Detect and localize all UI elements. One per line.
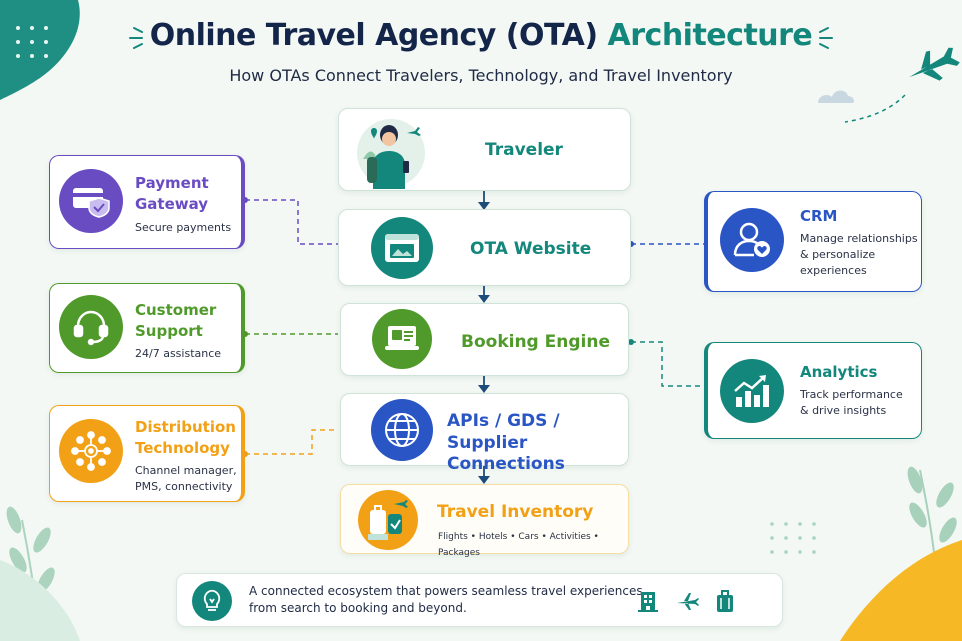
ota-website-label: OTA Website	[470, 239, 592, 259]
crm-card: CRM Manage relationships & personalize e…	[704, 191, 922, 292]
user-heart-icon	[720, 208, 784, 272]
distribution-technology-desc-line2: PMS, connectivity	[135, 480, 233, 493]
hotel-icon	[638, 592, 658, 612]
traveler-label: Traveler	[485, 140, 563, 160]
travel-inventory-items: Flights • Hotels • Cars • Activities • P…	[438, 532, 599, 558]
lightbulb-icon	[192, 581, 232, 621]
apis-gds-label-line2: Supplier Connections	[447, 433, 565, 474]
payment-gateway-desc: Secure payments	[135, 221, 232, 234]
page-title: Online Travel Agency (OTA) Architecture	[149, 18, 813, 53]
analytics-desc-line2: & drive insights	[800, 404, 887, 417]
headset-icon	[59, 295, 123, 359]
payment-gateway-card: Payment Gateway Secure payments	[49, 155, 245, 249]
traveler-illustration-icon	[357, 119, 425, 189]
distribution-technology-title-line1: Distribution	[135, 418, 236, 436]
customer-support-desc: 24/7 assistance	[135, 347, 222, 360]
footer-banner: A connected ecosystem that powers seamle…	[176, 573, 783, 627]
distribution-technology-desc-line1: Channel manager,	[135, 464, 237, 477]
network-hub-icon	[59, 419, 123, 483]
laptop-calendar-icon	[372, 309, 432, 369]
globe-icon	[371, 399, 433, 461]
customer-support-title-line2: Support	[135, 322, 203, 340]
traveler-card: Traveler	[338, 108, 631, 191]
distribution-technology-title-line2: Technology	[135, 439, 230, 457]
customer-support-title-line1: Customer	[135, 301, 217, 319]
crm-title: CRM	[800, 207, 838, 225]
apis-gds-card: APIs / GDS / Supplier Connections	[340, 393, 629, 474]
analytics-desc-line1: Track performance	[800, 388, 903, 401]
crm-desc-line2: & personalize	[800, 248, 876, 261]
footer-line1: A connected ecosystem that powers seamle…	[249, 584, 643, 598]
airplane-icon	[677, 593, 699, 610]
travel-inventory-card: Travel Inventory Flights • Hotels • Cars…	[340, 484, 629, 558]
crm-desc-line3: experiences	[800, 264, 867, 277]
luggage-icon	[358, 490, 418, 550]
booking-engine-card: Booking Engine	[340, 303, 629, 376]
credit-card-shield-icon	[59, 169, 123, 233]
analytics-card: Analytics Track performance & drive insi…	[704, 342, 922, 439]
page-subtitle: How OTAs Connect Travelers, Technology, …	[229, 66, 733, 85]
ota-website-card: OTA Website	[338, 209, 631, 286]
customer-support-card: Customer Support 24/7 assistance	[49, 283, 245, 373]
payment-gateway-title-line2: Gateway	[135, 195, 209, 213]
distribution-technology-card: Distribution Technology Channel manager,…	[49, 405, 245, 502]
crm-desc-line1: Manage relationships	[800, 232, 918, 245]
footer-text: A connected ecosystem that powers seamle…	[249, 583, 643, 617]
footer-line2: from search to booking and beyond.	[249, 601, 467, 615]
travel-inventory-label: Travel Inventory	[437, 502, 594, 522]
bar-chart-trend-icon	[720, 359, 784, 423]
analytics-title: Analytics	[800, 363, 878, 381]
plane-decor-icon	[909, 47, 960, 81]
booking-engine-label: Booking Engine	[461, 332, 610, 352]
website-icon	[371, 217, 433, 279]
suitcase-icon	[717, 590, 733, 612]
apis-gds-label-line1: APIs / GDS /	[447, 411, 560, 431]
payment-gateway-title-line1: Payment	[135, 174, 209, 192]
